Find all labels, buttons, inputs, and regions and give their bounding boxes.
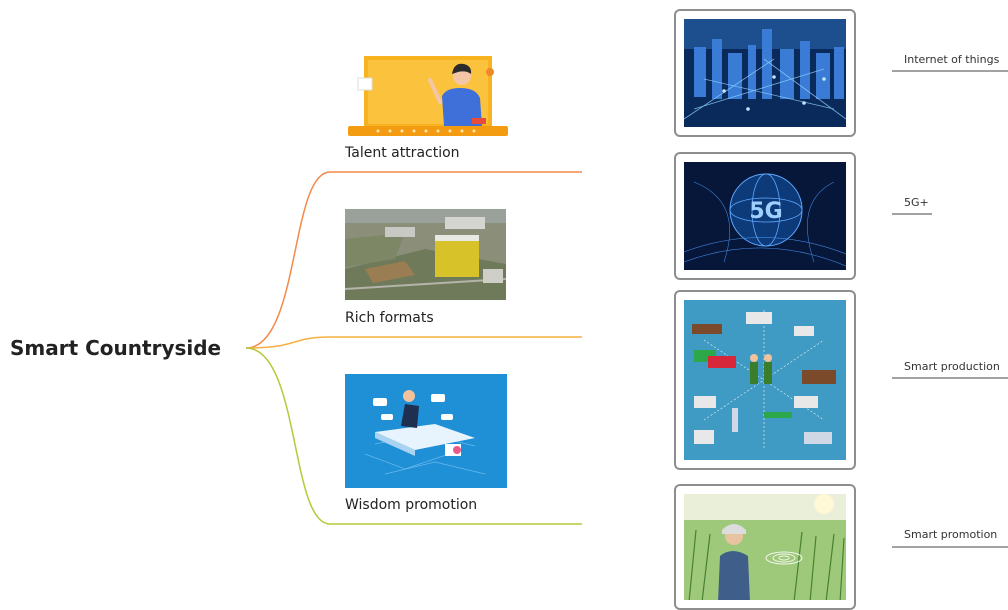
branch-label-rich-formats[interactable]: Rich formats: [345, 310, 434, 326]
branch-label-talent-attraction[interactable]: Talent attraction: [345, 145, 460, 161]
talent-attraction-illustration: [344, 52, 508, 140]
smart-production-image-frame: [674, 290, 856, 470]
smart-production-illustration: [684, 300, 846, 460]
side-label-smart-promotion[interactable]: Smart promotion: [904, 528, 998, 541]
branch-connector-wisdom: [245, 347, 582, 525]
branch-connector-formats: [245, 336, 582, 349]
rich-formats-photo: [345, 209, 506, 300]
smart-promotion-image-frame: [674, 484, 856, 610]
central-topic[interactable]: Smart Countryside: [10, 336, 222, 360]
5g-image-frame: 5G: [674, 152, 856, 280]
5g-globe-photo: 5G: [684, 162, 846, 270]
wisdom-promotion-illustration: [345, 374, 507, 488]
branch-label-wisdom-promotion[interactable]: Wisdom promotion: [345, 497, 478, 513]
side-label-iot[interactable]: Internet of things: [904, 53, 1000, 66]
iot-image-frame: [674, 9, 856, 137]
iot-city-photo: [684, 19, 846, 127]
side-label-smart-production[interactable]: Smart production: [904, 360, 1000, 373]
branch-connector-talent: [245, 171, 582, 349]
svg-text:5G: 5G: [749, 199, 782, 224]
smart-promotion-photo: [684, 494, 846, 600]
side-label-5g[interactable]: 5G+: [904, 196, 929, 209]
